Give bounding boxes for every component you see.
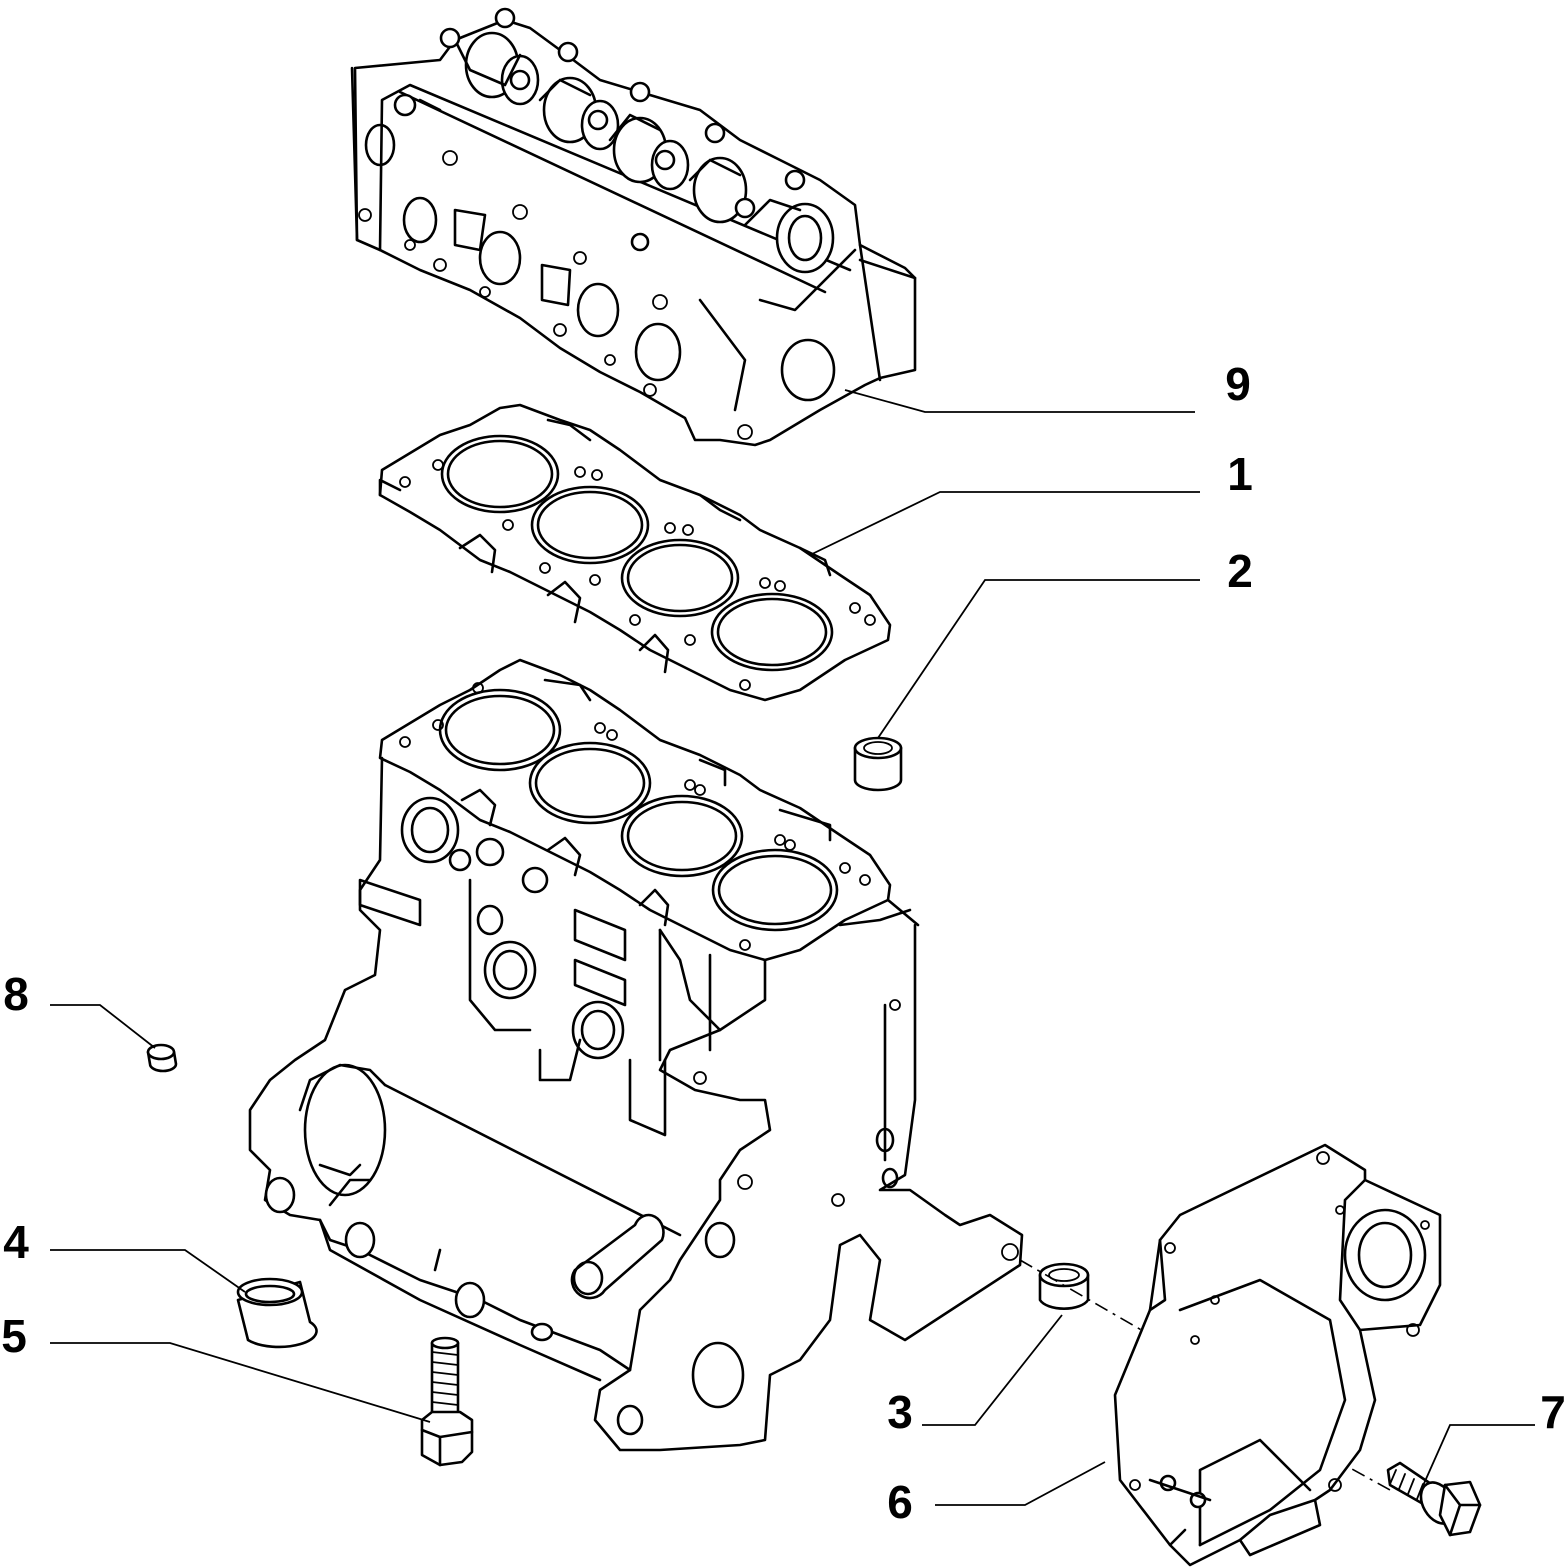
plug-part (146, 1043, 178, 1073)
callout-3: 3 (887, 1386, 913, 1438)
block-sleeves (264, 999, 1019, 1436)
callout-5: 5 (1, 1310, 27, 1362)
callout-6: 6 (887, 1476, 913, 1528)
head-gasket (378, 403, 892, 702)
engine-block (248, 658, 1024, 1452)
head-ports (358, 123, 857, 440)
callout-1: 1 (1227, 448, 1253, 500)
dowel-sleeve-2 (1038, 1262, 1090, 1310)
callout-7: 7 (1540, 1386, 1566, 1438)
back-plate (1113, 1143, 1442, 1567)
head-bolts (393, 7, 806, 252)
bushing (236, 1277, 318, 1349)
cylinder-head (350, 7, 917, 447)
flange-bolt (1386, 1461, 1482, 1537)
callout-2: 2 (1227, 545, 1253, 597)
callout-9: 9 (1225, 358, 1251, 410)
callout-4: 4 (3, 1216, 29, 1268)
camshaft (453, 31, 835, 274)
leader-lines (50, 389, 1535, 1506)
dowel-sleeve (853, 736, 903, 792)
bolt (420, 1336, 474, 1467)
callout-labels: 9 1 2 8 4 5 3 6 7 (1, 358, 1566, 1528)
callout-8: 8 (3, 968, 29, 1020)
